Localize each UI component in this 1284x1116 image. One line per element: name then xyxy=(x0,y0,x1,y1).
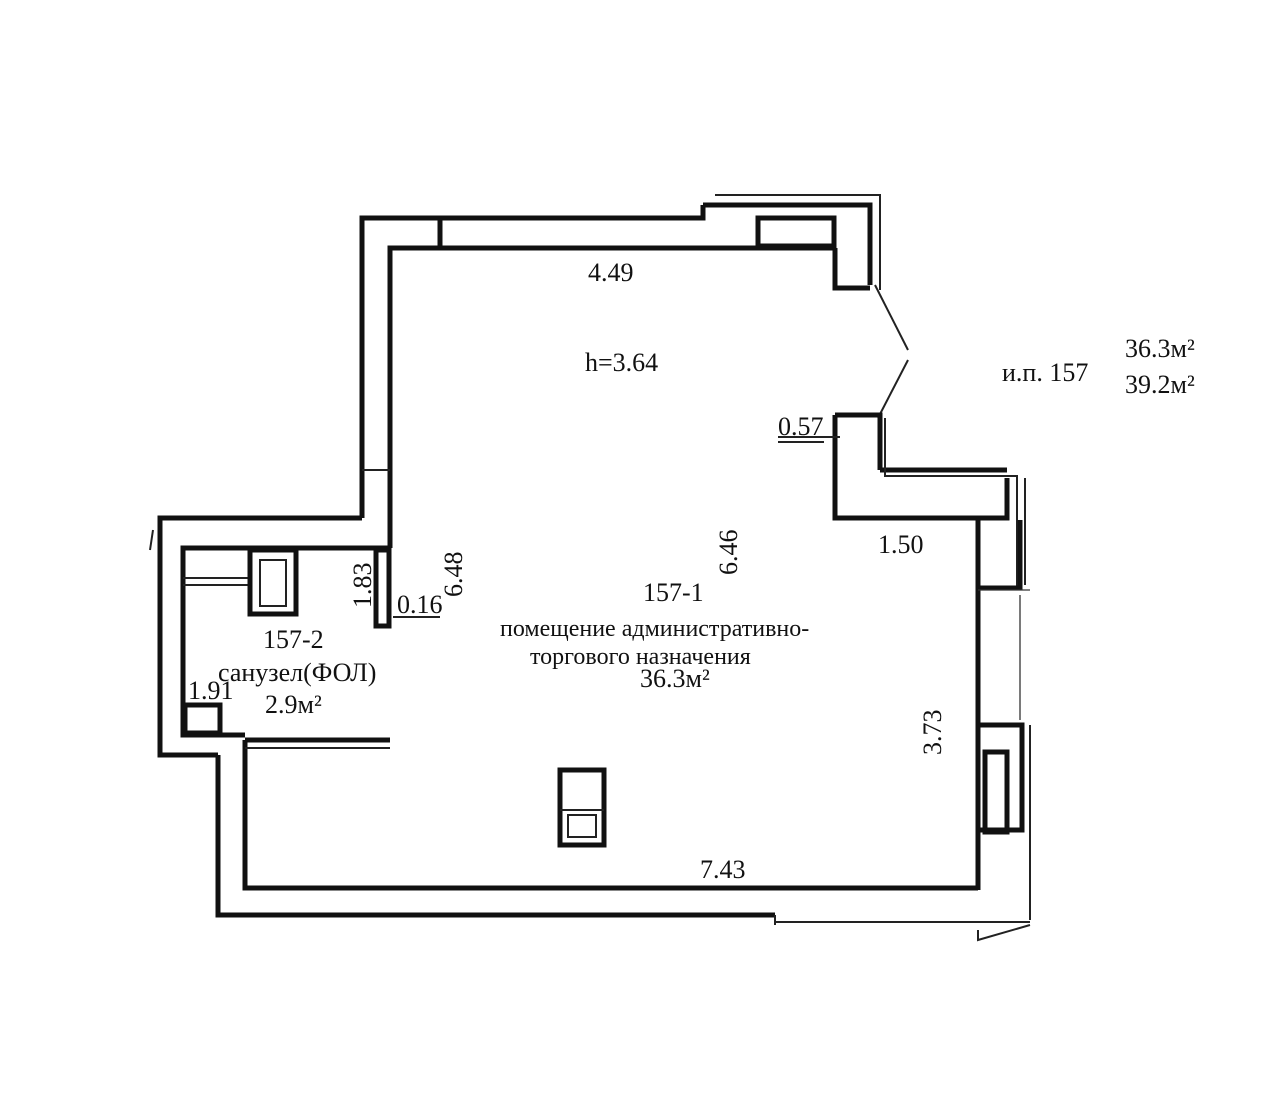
dim-wc-width: 1.91 xyxy=(188,676,234,705)
dim-recess: 0.57 xyxy=(778,412,824,443)
dim-top-wall: 4.49 xyxy=(588,258,634,287)
dim-room-height: 6.46 xyxy=(714,529,743,576)
room-name-line2: торгового назначения xyxy=(530,644,751,670)
dim-bottom-wall: 7.43 xyxy=(700,855,746,884)
ceiling-height-label: h=3.64 xyxy=(585,348,659,377)
unit-area-main: 36.3м² xyxy=(1125,334,1195,363)
room-name-line1: помещение административно- xyxy=(500,616,810,642)
dim-left-wall: 6.48 xyxy=(439,551,468,598)
unit-area-total: 39.2м² xyxy=(1125,370,1195,399)
room-number-main: 157-1 xyxy=(643,578,704,607)
dim-step: 1.50 xyxy=(878,530,924,559)
dim-wc-depth: 1.83 xyxy=(348,562,377,609)
room-name-wc: санузел(ФОЛ) xyxy=(218,658,377,687)
unit-id-label: и.п. 157 xyxy=(1002,358,1089,387)
room-area-wc: 2.9м² xyxy=(265,690,322,719)
dim-partition: 0.16 xyxy=(397,590,443,619)
dim-right-wall: 3.73 xyxy=(918,709,947,756)
room-area-main: 36.3м² xyxy=(640,664,710,693)
room-number-wc: 157-2 xyxy=(263,625,324,654)
exterior-walls xyxy=(149,194,1031,942)
